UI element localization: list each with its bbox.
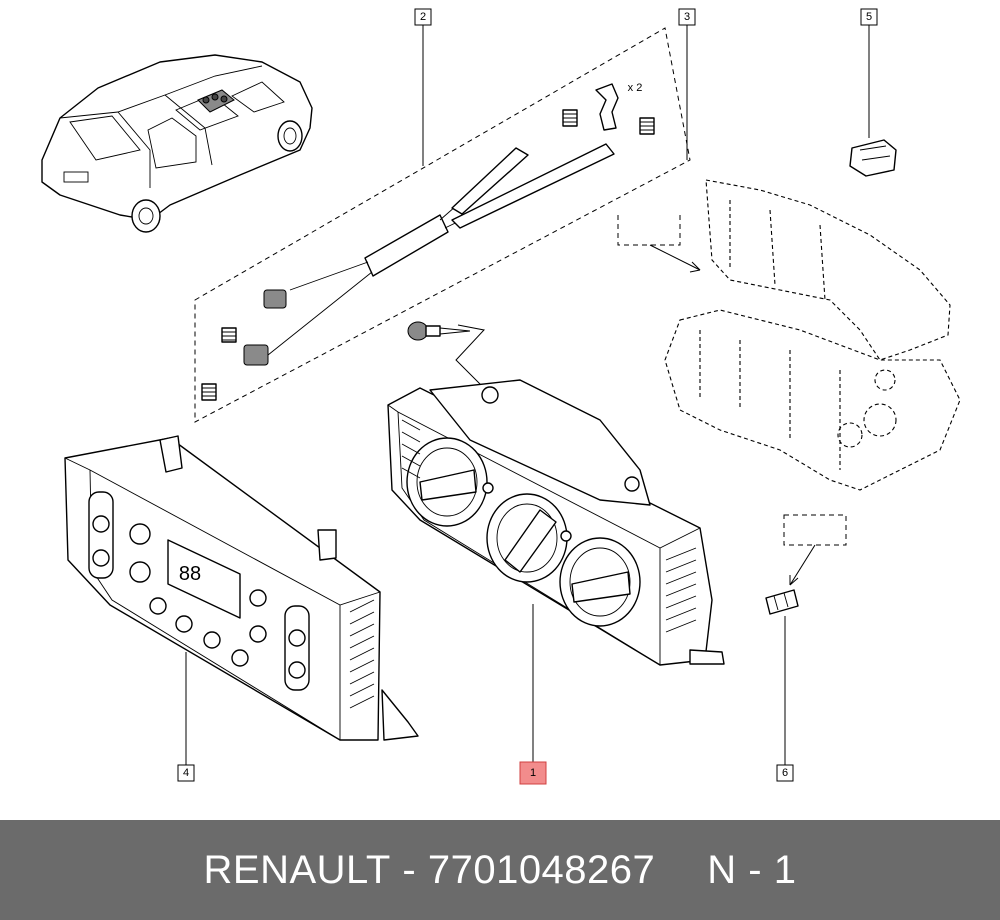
- leader-lines: [185, 25, 870, 765]
- part-info-footer: RENAULT - 7701048267 N - 1: [0, 820, 1000, 920]
- brand-name: RENAULT: [203, 847, 391, 892]
- callout-2: 2: [414, 8, 432, 26]
- clip-quantity: x 2: [628, 82, 643, 94]
- svg-text:6: 6: [782, 767, 788, 779]
- svg-text:2: 2: [420, 11, 426, 23]
- callout-3: 3: [678, 8, 696, 26]
- svg-text:3: 3: [684, 11, 690, 23]
- clip-icon: [595, 83, 619, 131]
- callout-6: 6: [776, 764, 794, 782]
- parts-diagram: x 2 88: [41, 8, 961, 785]
- bulb-icon: [765, 514, 847, 615]
- svg-text:1: 1: [530, 767, 536, 779]
- bulb-holder-icon: [849, 139, 897, 177]
- cable-kit-group: x 2: [194, 27, 691, 423]
- svg-text:4: 4: [183, 767, 189, 779]
- rotary-knob-icon: [406, 437, 641, 627]
- climate-control-panel: 88: [64, 435, 419, 741]
- callout-4: 4: [177, 764, 195, 782]
- footer-separator: -: [402, 847, 417, 892]
- display-digits: 88: [179, 563, 201, 585]
- callout-5: 5: [860, 8, 878, 26]
- heater-housing: [617, 179, 961, 491]
- spring-icon: [201, 109, 655, 401]
- part-number: 7701048267: [427, 847, 656, 892]
- diagram-position: N - 1: [707, 847, 797, 892]
- heater-control-panel: [387, 379, 725, 666]
- callout-1: 1: [519, 761, 547, 785]
- car-illustration: [41, 54, 313, 233]
- screw-icon: [407, 321, 489, 393]
- svg-text:5: 5: [866, 11, 872, 23]
